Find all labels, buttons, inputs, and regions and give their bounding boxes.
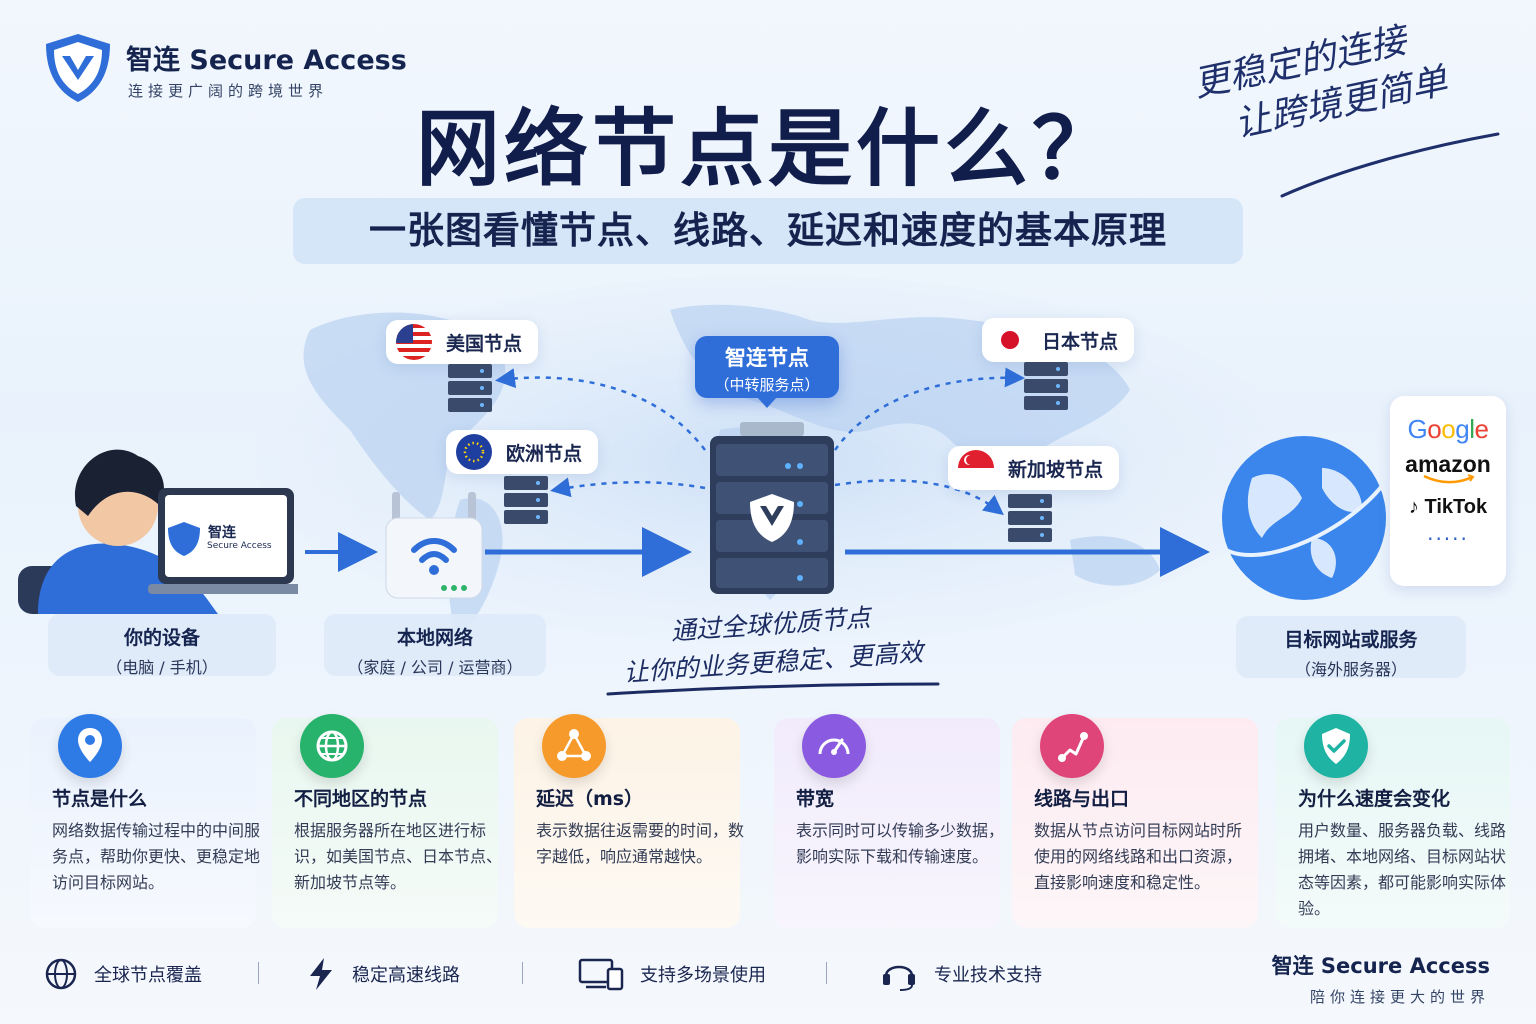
footer-brand-name: 智连 Secure Access <box>1271 954 1490 978</box>
card-what-is-node: 节点是什么 网络数据传输过程中的中间服务点，帮助你更快、更稳定地访问目标网站。 <box>30 714 260 928</box>
service-logos: Google amazon ♪ TikTok ..... <box>1390 396 1506 586</box>
headset-icon <box>883 965 915 991</box>
center-node-subtitle: （中转服务点） <box>714 376 820 394</box>
server-us-icon <box>448 364 492 412</box>
slogan-underline <box>1280 132 1500 198</box>
page-subtitle: 一张图看懂节点、线路、延迟和速度的基本原理 <box>293 198 1243 264</box>
laptop-brand-name: 智连 <box>208 525 236 541</box>
card-latency: 延迟（ms） 表示数据往返需要的时间，数字越低，响应通常越快。 <box>514 714 744 928</box>
node-sg: 新加坡节点 <box>948 446 1120 490</box>
card-regional-nodes: 不同地区的节点 根据服务器所在地区进行标识，如美国节点、日本节点、新加坡节点等。 <box>272 714 502 928</box>
page-title: 网络节点是什么？ <box>415 100 1120 198</box>
local-network-caption: 本地网络 （家庭 / 公司 / 运营商） <box>324 614 546 677</box>
footer-stable-lines: 稳定高速线路 <box>306 950 460 998</box>
jp-flag-icon <box>992 322 1028 358</box>
center-server-icon <box>710 422 834 594</box>
local-network-title: 本地网络 <box>396 627 473 649</box>
globe-illustration <box>1216 436 1396 600</box>
center-node-title: 智连节点 <box>725 346 809 370</box>
card-body: 表示同时可以传输多少数据，影响实际下载和传输速度。 <box>796 821 1005 866</box>
card-body: 根据服务器所在地区进行标识，如美国节点、日本节点、新加坡节点等。 <box>294 821 503 892</box>
node-sg-label: 新加坡节点 <box>1008 458 1104 481</box>
node-jp: 日本节点 <box>982 318 1135 362</box>
server-jp-icon <box>1024 362 1068 410</box>
server-sg-icon <box>1008 494 1052 542</box>
card-why-speed-changes: 为什么速度会变化 用户数量、服务器负载、线路拥堵、本地网络、目标网站状态等因素，… <box>1276 714 1510 928</box>
card-title: 为什么速度会变化 <box>1298 788 1451 810</box>
device-subtitle: （电脑 / 手机） <box>106 658 218 677</box>
user-at-laptop-illustration <box>18 449 298 614</box>
globe-icon <box>45 958 77 990</box>
brand-name: 智连 Secure Access <box>126 45 407 76</box>
route-icon <box>1040 714 1104 778</box>
device-title: 你的设备 <box>123 627 200 649</box>
footer-divider <box>826 962 827 984</box>
amazon-smile-icon <box>1423 474 1475 484</box>
footer-tech-support: 专业技术支持 <box>880 950 1042 998</box>
devices-icon <box>578 958 624 991</box>
brand-tagline: 连接更广阔的跨境世界 <box>128 82 329 100</box>
card-bandwidth: 带宽 表示同时可以传输多少数据，影响实际下载和传输速度。 <box>774 714 1004 928</box>
speedometer-icon <box>802 714 866 778</box>
footer-multi-scenario: 支持多场景使用 <box>578 950 766 998</box>
device-caption: 你的设备 （电脑 / 手机） <box>48 614 276 677</box>
local-network-subtitle: （家庭 / 公司 / 运营商） <box>347 658 523 677</box>
card-body: 网络数据传输过程中的中间服务点，帮助你更快、更稳定地访问目标网站。 <box>52 821 261 892</box>
footer-item-label: 专业技术支持 <box>934 965 1042 986</box>
sg-flag-icon <box>958 450 994 486</box>
connection-lines <box>305 367 1210 577</box>
footer-item-label: 全球节点覆盖 <box>94 965 202 986</box>
footer-brand: 智连 Secure Access 陪你连接更大的世界 <box>1272 950 1490 1007</box>
server-eu-icon <box>504 476 548 524</box>
network-icon <box>542 714 606 778</box>
node-jp-label: 日本节点 <box>1042 330 1119 353</box>
center-node-label: 智连节点 （中转服务点） <box>695 336 839 408</box>
more-services: ..... <box>1427 521 1469 545</box>
node-eu: 欧洲节点 <box>446 430 599 474</box>
card-body: 数据从节点访问目标网站时所使用的网络线路和出口资源，直接影响速度和稳定性。 <box>1034 821 1243 892</box>
node-us: 美国节点 <box>386 320 539 364</box>
target-caption: 目标网站或服务 （海外服务器） <box>1236 616 1466 679</box>
footer-divider <box>522 962 523 984</box>
card-route-exit: 线路与出口 数据从节点访问目标网站时所使用的网络线路和出口资源，直接影响速度和稳… <box>1012 714 1258 928</box>
eu-flag-icon <box>456 434 492 470</box>
handnote-underline <box>606 682 940 696</box>
lightning-icon <box>310 958 332 990</box>
footer-item-label: 支持多场景使用 <box>640 965 766 986</box>
card-title: 节点是什么 <box>52 788 148 810</box>
target-subtitle: （海外服务器） <box>1294 660 1407 679</box>
target-title: 目标网站或服务 <box>1284 629 1418 651</box>
brand-logo <box>46 34 110 102</box>
google-logo: Google <box>1407 414 1489 444</box>
node-us-label: 美国节点 <box>446 332 523 355</box>
footer-global-coverage: 全球节点覆盖 <box>44 950 202 998</box>
card-body: 用户数量、服务器负载、线路拥堵、本地网络、目标网站状态等因素，都可能影响实际体验… <box>1298 821 1507 918</box>
amazon-logo: amazon <box>1405 451 1491 477</box>
us-flag-icon <box>396 324 432 360</box>
card-title: 带宽 <box>796 788 835 810</box>
tiktok-logo: ♪ TikTok <box>1408 496 1488 518</box>
card-body: 表示数据往返需要的时间，数字越低，响应通常越快。 <box>536 821 745 866</box>
card-title: 延迟（ms） <box>536 788 644 810</box>
card-title: 不同地区的节点 <box>294 788 428 810</box>
router-illustration <box>385 492 483 599</box>
card-title: 线路与出口 <box>1034 788 1130 810</box>
footer-item-label: 稳定高速线路 <box>352 965 460 986</box>
shield-check-icon <box>1304 714 1368 778</box>
laptop-brand-sub: Secure Access <box>207 541 272 551</box>
location-pin-icon <box>58 714 122 778</box>
node-eu-label: 欧洲节点 <box>506 442 583 465</box>
footer-divider <box>258 962 259 984</box>
footer-brand-tagline: 陪你连接更大的世界 <box>1309 988 1490 1006</box>
globe-icon <box>300 714 364 778</box>
tiktok-label: TikTok <box>1424 496 1488 518</box>
